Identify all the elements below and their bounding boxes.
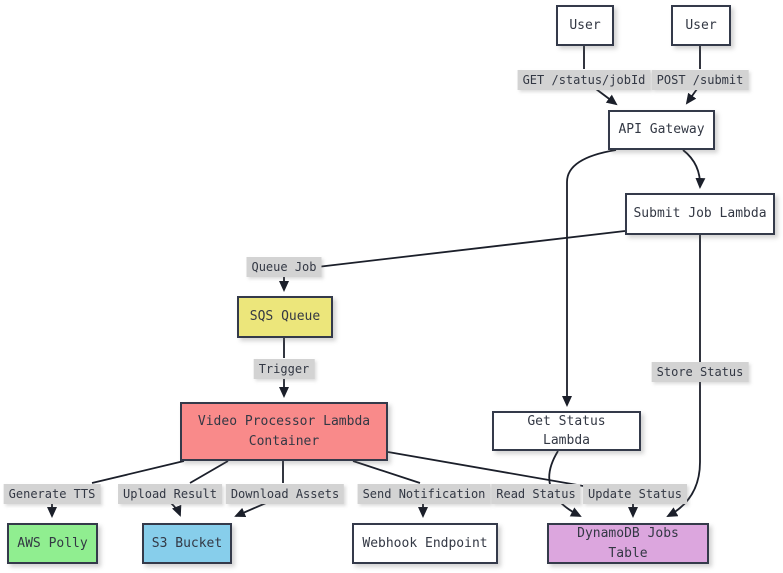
edge-user2-apigw: [685, 88, 698, 105]
edge-apigw-submit: [682, 149, 706, 189]
edge-label-queue-job: Queue Job: [246, 257, 322, 278]
node-dynamodb-jobs-table: DynamoDB Jobs Table: [547, 523, 709, 564]
edge-user1-apigw: [595, 88, 618, 106]
edge-label-update-status: Update Status: [583, 484, 687, 505]
edge-label-trigger: Trigger: [253, 359, 315, 380]
edge-label-read-status: Read Status: [491, 484, 581, 505]
edge-vp-sendnotification: [352, 460, 421, 484]
edge-submit-dynamodb: [666, 235, 701, 517]
edge-label-get-status-jobid: GET /status/jobId: [517, 70, 651, 91]
edge-label-post-submit: POST /submit: [651, 70, 749, 91]
node-webhook-endpoint: Webhook Endpoint: [352, 523, 498, 564]
node-get-status-lambda: Get Status Lambda: [492, 411, 641, 451]
node-sqs-queue: SQS Queue: [237, 296, 333, 338]
node-user-2: User: [671, 5, 731, 46]
edge-label-download-assets: Download Assets: [225, 484, 345, 505]
node-api-gateway: API Gateway: [608, 110, 715, 150]
node-video-processor-lambda-container: Video Processor Lambda Container: [180, 402, 388, 461]
edge-apigw-getstatus: [562, 149, 617, 407]
edge-label-upload-result: Upload Result: [118, 484, 222, 505]
edge-vp-updatestatus: [387, 451, 590, 488]
edge-label-generate-tts: Generate TTS: [3, 484, 101, 505]
edge-label-store-status: Store Status: [651, 362, 749, 383]
edge-vp-generatetts: [91, 460, 185, 484]
edge-uploadresult-s3: [170, 502, 182, 517]
node-user-1: User: [556, 5, 614, 46]
edge-submit-queuejob: [316, 230, 626, 268]
node-submit-job-lambda: Submit Job Lambda: [625, 193, 775, 235]
node-aws-polly: AWS Polly: [7, 523, 98, 564]
edge-vp-uploadresult: [189, 460, 229, 484]
node-s3-bucket: S3 Bucket: [142, 523, 232, 564]
edge-label-send-notification: Send Notification: [357, 484, 491, 505]
edge-downloadassets-s3: [234, 502, 267, 518]
